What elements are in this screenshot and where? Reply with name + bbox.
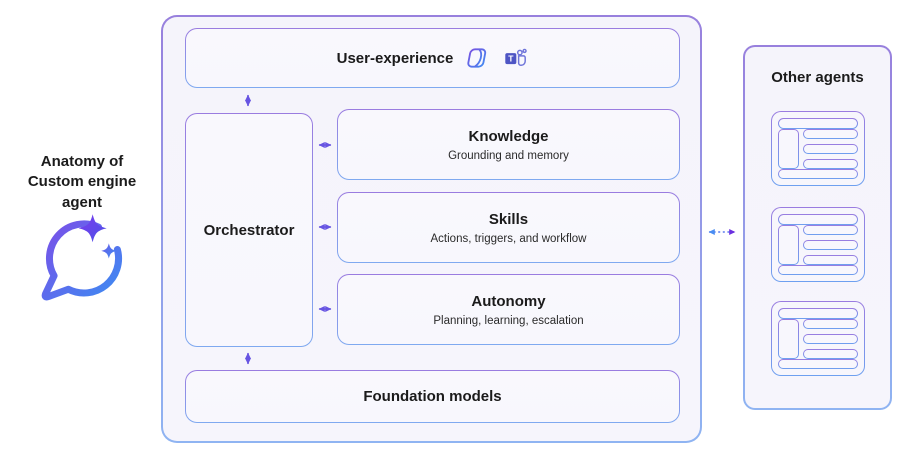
agent-card bbox=[771, 207, 865, 282]
agent-card-line bbox=[803, 240, 858, 250]
diagram-caption: Anatomy of Custom engine agent bbox=[8, 152, 156, 213]
orchestrator-label: Orchestrator bbox=[203, 221, 295, 239]
agent-card-line bbox=[803, 319, 858, 329]
teams-icon: T bbox=[503, 46, 528, 71]
skills-subtitle: Actions, triggers, and workflow bbox=[430, 232, 587, 245]
agent-card-line bbox=[803, 129, 858, 139]
orchestrator-box: Orchestrator bbox=[185, 113, 313, 347]
agent-card-line bbox=[803, 159, 858, 169]
knowledge-subtitle: Grounding and memory bbox=[448, 149, 569, 162]
agent-card-line bbox=[803, 349, 858, 359]
agent-card-side-block bbox=[778, 225, 799, 265]
agent-card bbox=[771, 111, 865, 186]
other-agents-panel: Other agents bbox=[743, 45, 892, 410]
agent-card-header-bar bbox=[778, 308, 858, 319]
other-agents-title: Other agents bbox=[771, 69, 864, 86]
chat-sparkle-icon bbox=[30, 198, 138, 306]
knowledge-title: Knowledge bbox=[468, 127, 549, 145]
skills-title: Skills bbox=[488, 210, 529, 228]
agent-card-line bbox=[803, 334, 858, 344]
foundation-models-box: Foundation models bbox=[185, 370, 680, 423]
agent-card-side-block bbox=[778, 319, 799, 359]
diagram-caption-line1: Anatomy of bbox=[40, 153, 124, 170]
svg-text:T: T bbox=[509, 53, 515, 63]
user-experience-box: User-experience bbox=[185, 28, 680, 88]
autonomy-title: Autonomy bbox=[471, 292, 546, 310]
agent-card-footer-bar bbox=[778, 359, 858, 370]
skills-box: Skills Actions, triggers, and workflow bbox=[337, 192, 680, 263]
foundation-models-label: Foundation models bbox=[363, 388, 502, 405]
agent-card bbox=[771, 301, 865, 376]
custom-engine-agent-panel: User-experience bbox=[161, 15, 702, 443]
knowledge-box: Knowledge Grounding and memory bbox=[337, 109, 680, 180]
diagram-caption-line2: Custom engine agent bbox=[27, 173, 137, 211]
agent-card-line bbox=[803, 144, 858, 154]
agent-card-header-bar bbox=[778, 214, 858, 225]
agent-card-header-bar bbox=[778, 118, 858, 129]
autonomy-subtitle: Planning, learning, escalation bbox=[433, 314, 584, 327]
copilot-icon bbox=[465, 45, 491, 71]
user-experience-label: User-experience bbox=[336, 49, 454, 67]
agent-card-footer-bar bbox=[778, 265, 858, 276]
agent-card-footer-bar bbox=[778, 169, 858, 180]
agent-card-line bbox=[803, 255, 858, 265]
autonomy-box: Autonomy Planning, learning, escalation bbox=[337, 274, 680, 345]
agent-card-line bbox=[803, 225, 858, 235]
agent-card-side-block bbox=[778, 129, 799, 169]
